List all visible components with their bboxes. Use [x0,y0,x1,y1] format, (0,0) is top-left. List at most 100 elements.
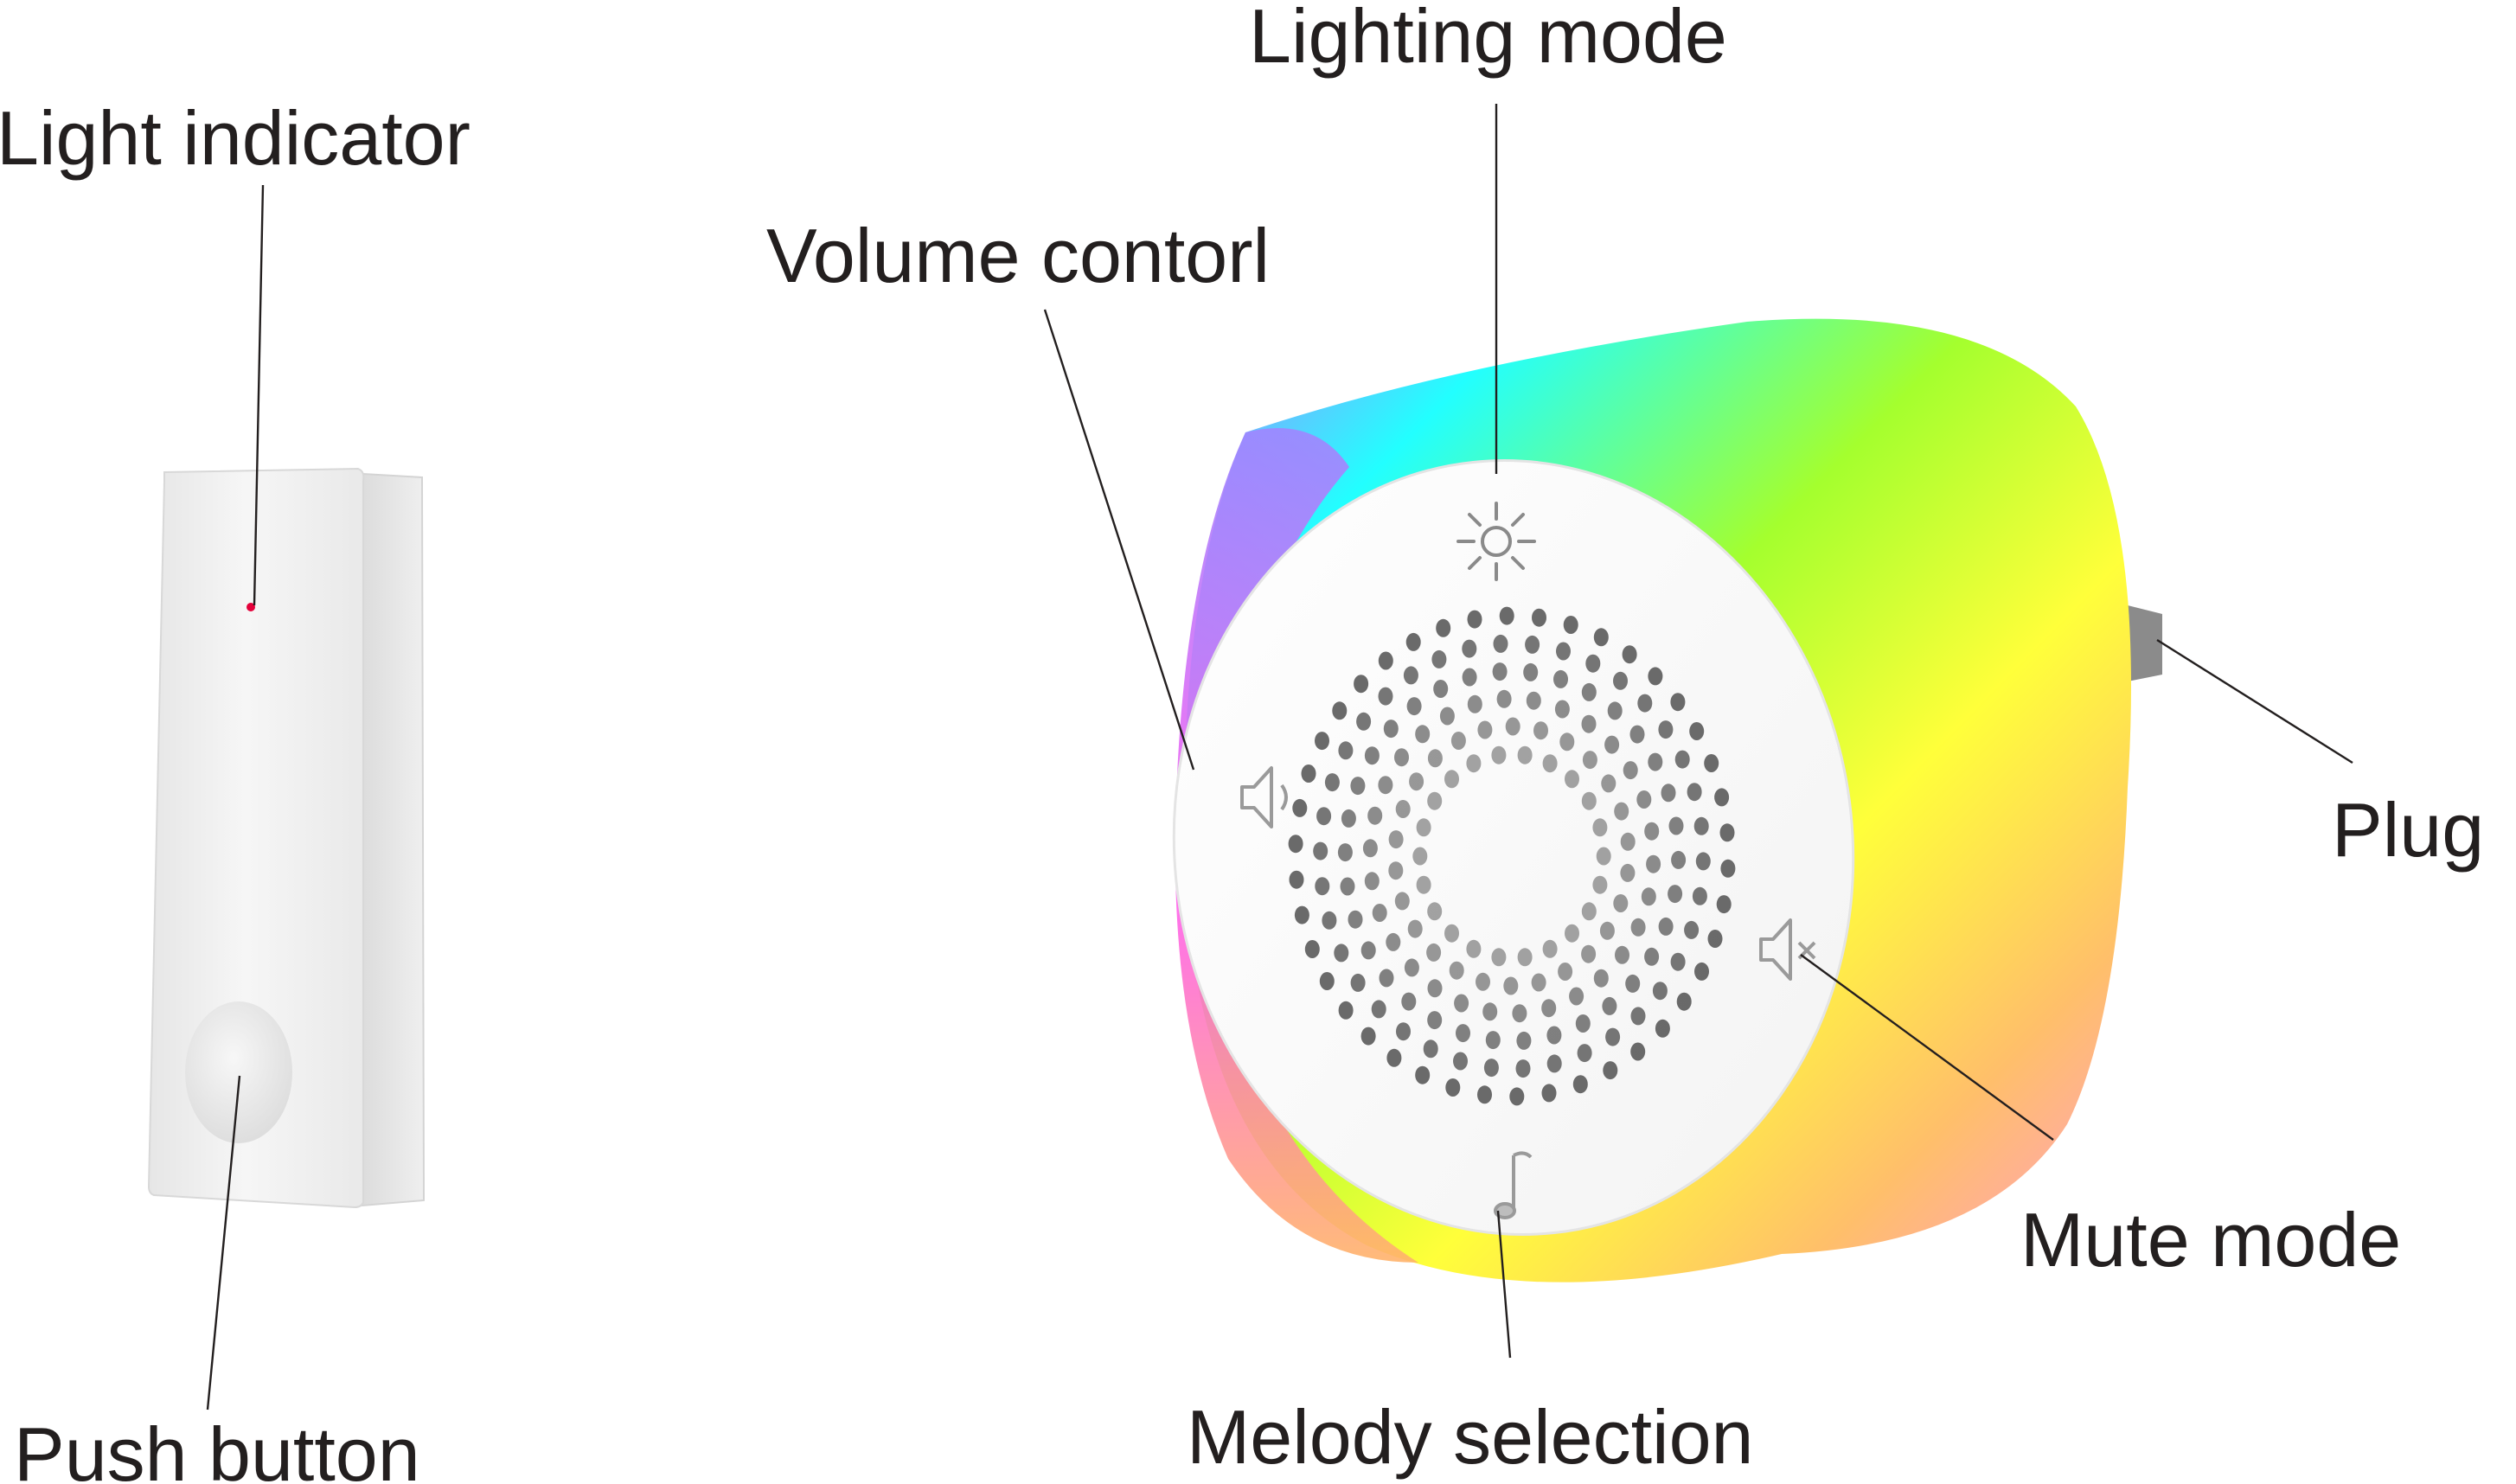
speaker-hole [1496,689,1512,708]
speaker-hole [1592,818,1608,837]
speaker-hole [1582,751,1597,770]
speaker-hole [1629,725,1645,744]
leader-melody-selection [1496,1210,1512,1359]
speaker-hole [1371,1000,1386,1019]
leader-light-indicator [253,184,265,606]
speaker-grille [1288,606,1736,1106]
speaker-hole [1315,732,1329,751]
speaker-hole [1695,852,1711,871]
speaker-hole [1707,930,1723,948]
speaker-hole [1294,905,1309,924]
speaker-hole [1625,974,1641,993]
speaker-hole [1607,701,1623,720]
speaker-hole [1716,895,1732,914]
speaker-hole [1401,992,1417,1011]
speaker-hole [1655,1019,1670,1038]
leader-plug [2156,638,2353,764]
speaker-hole [1396,1022,1411,1041]
label-volume-control: Volume contorl [766,213,1270,298]
speaker-hole [1620,832,1636,851]
speaker-hole [1630,1007,1646,1026]
music-note-icon[interactable] [1494,1151,1533,1219]
speaker-hole [1319,972,1335,990]
speaker-hole [1416,818,1431,837]
speaker-hole [1340,877,1355,896]
speaker-hole [1605,1027,1621,1046]
speaker-hole [1602,996,1617,1015]
speaker-hole [1674,750,1690,769]
speaker-hole [1714,788,1730,807]
speaker-hole [1462,668,1477,687]
speaker-hole [1704,754,1719,772]
speaker-hole [1648,667,1663,686]
speaker-hole [1439,707,1455,726]
speaker-hole [1491,948,1507,967]
speaker-hole [1512,1004,1527,1023]
speaker-hole [1493,634,1508,653]
speaker-hole [1444,770,1459,789]
speaker-hole [1379,969,1394,988]
speaker-hole [1581,714,1597,733]
speaker-hole [1533,721,1548,740]
speaker-hole [1581,791,1597,810]
speaker-hole [1541,999,1557,1018]
speaker-hole [1338,741,1354,760]
label-plug: Plug [2332,787,2484,873]
speaker-hole [1641,887,1656,906]
speaker-hole [1409,772,1424,791]
leader-volume-control [1043,309,1195,771]
speaker-hole [1622,645,1637,664]
speaker-hole [1467,694,1482,713]
speaker-hole [1383,720,1399,739]
leader-push-button [206,1075,241,1410]
speaker-hole [1526,691,1541,710]
speaker-hole [1482,1002,1498,1021]
speaker-hole [1592,875,1608,894]
speaker-hole [1636,790,1652,809]
speaker-hole [1456,1024,1470,1043]
speaker-hole [1689,722,1705,740]
speaker-hole [1431,649,1447,668]
speaker-hole [1593,969,1609,988]
speaker-hole [1720,859,1736,878]
speaker-hole [1378,687,1393,706]
speaker-hole [1289,870,1304,889]
speaker-hole [1577,1044,1592,1063]
receiver [1172,318,2162,1283]
speaker-hole [1694,962,1709,981]
speaker-hole [1670,693,1686,712]
speaker-hole [1427,979,1443,998]
speaker-hole [1614,802,1629,821]
label-melody-selection: Melody selection [1187,1394,1753,1480]
speaker-hole [1692,886,1707,905]
speaker-hole [1630,1042,1646,1061]
speaker-hole [1406,697,1422,716]
speaker-hole [1503,976,1519,995]
speaker-hole [1476,972,1490,991]
speaker-hole [1477,720,1493,739]
speaker-hole [1388,830,1404,849]
push-button-pad[interactable] [185,1001,292,1143]
speaker-hole [1604,735,1620,754]
speaker-hole [1450,732,1466,750]
speaker-hole [1693,816,1709,835]
speaker-hole [1388,861,1404,880]
speaker-hole [1517,745,1533,764]
speaker-hole [1449,961,1464,980]
sun-icon[interactable] [1456,502,1536,581]
speaker-hole [1581,902,1597,921]
label-lighting-mode: Lighting mode [1249,0,1727,79]
volume-icon[interactable] [1240,766,1288,828]
speaker-hole [1427,791,1443,810]
speaker-hole [1553,669,1568,688]
speaker-hole [1372,904,1387,922]
speaker-hole [1644,947,1660,966]
speaker-hole [1523,662,1539,681]
speaker-hole [1348,910,1363,929]
leader-lines [206,104,2353,1410]
speaker-hole [1466,939,1482,958]
speaker-hole [1558,963,1573,981]
label-push-button: Push button [14,1411,420,1484]
